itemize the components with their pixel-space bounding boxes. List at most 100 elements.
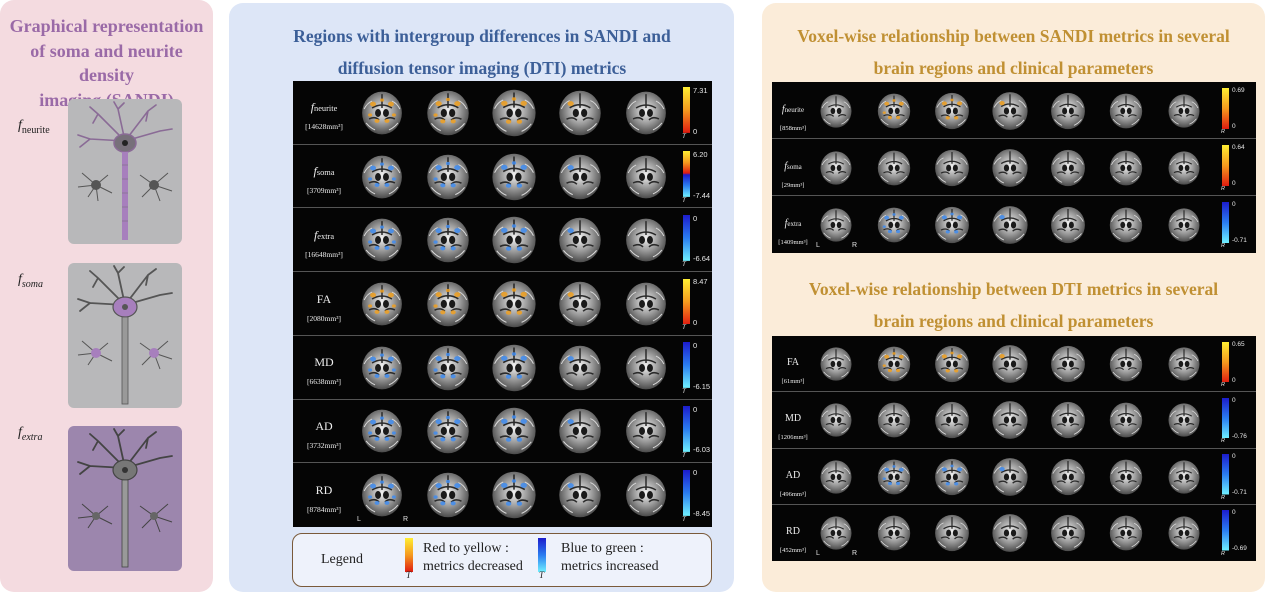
brain-slice — [421, 403, 475, 464]
row-metric-name: f — [313, 164, 317, 179]
brain-slice — [487, 403, 541, 464]
row-colorbar — [1222, 510, 1229, 551]
right-hemisphere-marker: R — [852, 242, 858, 249]
right-hemisphere-marker: R — [403, 515, 409, 523]
brain-slice — [355, 212, 409, 273]
row-metric-sub: soma — [787, 162, 802, 171]
brain-slice — [1104, 341, 1148, 392]
colorbar-max: 0 — [693, 340, 698, 350]
row-colorbar — [683, 214, 690, 261]
intergroup-differences-title: Regions with intergroup differences in S… — [293, 26, 671, 78]
brain-slice — [872, 397, 916, 448]
row-volume: [1206mm³] — [778, 434, 808, 442]
row-colorbar — [683, 469, 690, 516]
colorbar-min: 0 — [1232, 123, 1236, 131]
brain-slice — [421, 212, 475, 273]
brain-slice — [814, 454, 858, 505]
brain-slice — [930, 454, 974, 505]
row-metric-name: RD — [786, 525, 800, 537]
brain-slice — [1046, 454, 1090, 505]
row-volume: [2080mm³] — [307, 313, 341, 323]
legend-box: Legend T Red to yellow : metrics decreas… — [292, 533, 712, 587]
row-label: fsoma[3709mm³] — [293, 162, 355, 198]
brain-slice — [487, 149, 541, 210]
row-volume: [496mm³] — [779, 490, 807, 498]
brain-slice — [1162, 510, 1206, 561]
brain-slice — [1104, 88, 1148, 139]
left-hemisphere-marker: L — [357, 515, 361, 523]
brain-slice — [814, 88, 858, 139]
brain-slice — [619, 149, 673, 210]
legend-decreased-text: Red to yellow : metrics decreased — [423, 541, 523, 574]
colorbar-min: 0 — [1232, 376, 1236, 384]
colorbar-max: 0 — [1232, 200, 1236, 208]
row-metric-name: FA — [786, 357, 800, 369]
row-metric-name: AD — [315, 419, 333, 434]
brain-slice — [619, 340, 673, 401]
f-neurite-label: fneurite — [18, 118, 50, 136]
row-colorbar — [683, 405, 690, 452]
row-metric-name: f — [784, 217, 788, 229]
colorbar-stat-label: T — [682, 260, 686, 268]
colorbar-min: -0.69 — [1232, 545, 1247, 553]
brain-slice — [1046, 341, 1090, 392]
brain-slice — [1162, 88, 1206, 139]
brain-slice — [872, 145, 916, 196]
f-soma-label: fsoma — [18, 272, 44, 290]
colorbar-max: 0.64 — [1232, 143, 1245, 151]
brain-slice — [1104, 145, 1148, 196]
brain-slice — [814, 341, 858, 392]
row-metric-name: FA — [316, 291, 332, 306]
brain-slice — [619, 212, 673, 273]
row-volume: [29mm³] — [781, 181, 805, 189]
brain-slice — [814, 510, 858, 561]
legend-label: Legend — [321, 552, 363, 567]
row-colorbar — [1222, 341, 1229, 383]
brain-slice — [1162, 145, 1206, 196]
row-metric-name: f — [310, 100, 315, 115]
brain-slice — [421, 340, 475, 401]
colorbar-max: 0 — [693, 468, 698, 478]
row-metric-name: RD — [315, 482, 333, 497]
colorbar-min: -0.76 — [1232, 432, 1247, 440]
brain-slice — [872, 341, 916, 392]
brain-slice — [553, 467, 607, 528]
row-label: fneurite[14628mm³] — [293, 98, 355, 134]
colorbar-stat-label: T — [682, 324, 686, 332]
brain-slice — [1046, 202, 1090, 253]
brain-slice — [355, 403, 409, 464]
brain-slice — [1046, 397, 1090, 448]
brain-slice — [553, 403, 607, 464]
colorbar-min: 0 — [1232, 180, 1236, 188]
row-label: FA[61mm³] — [772, 352, 814, 388]
row-label: fextra[16648mm³] — [293, 226, 355, 262]
left-hemisphere-marker: L — [816, 242, 820, 249]
colorbar-max: 0 — [1232, 453, 1236, 460]
brain-slice — [814, 145, 858, 196]
brain-slice — [1104, 397, 1148, 448]
row-volume: [3732mm³] — [307, 441, 341, 451]
row-colorbar — [1222, 201, 1229, 243]
brain-slice — [930, 341, 974, 392]
brain-slice — [930, 145, 974, 196]
row-volume: [1409mm³] — [778, 238, 808, 246]
row-colorbar — [1222, 397, 1229, 439]
row-colorbar — [1222, 454, 1229, 495]
brain-slice — [355, 340, 409, 401]
colorbar-stat-label: R — [1221, 438, 1225, 445]
colorbar-min: -6.03 — [693, 445, 711, 455]
brain-slice — [814, 202, 858, 253]
brain-slice — [421, 467, 475, 528]
brain-slice — [1104, 454, 1148, 505]
colorbar-stat-label: T — [682, 133, 686, 141]
brain-slice — [1046, 510, 1090, 561]
brain-slice — [988, 397, 1032, 448]
row-volume: [14628mm³] — [305, 122, 343, 132]
legend-cool-colorbar — [538, 538, 546, 572]
